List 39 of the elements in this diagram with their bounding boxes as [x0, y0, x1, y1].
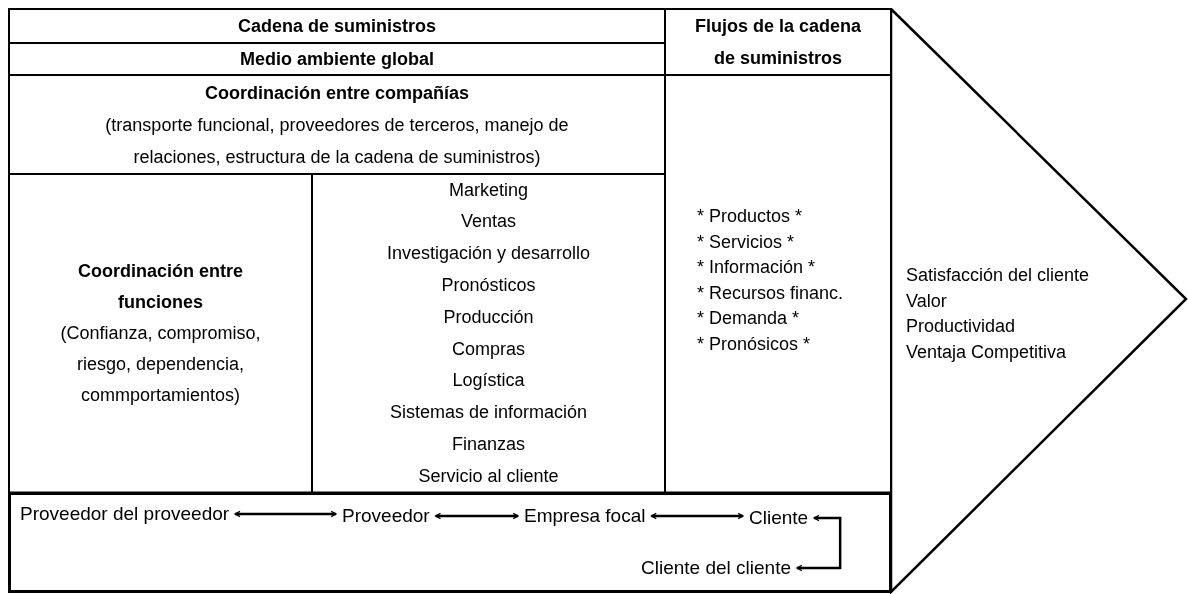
- cell-heading: Medio ambiente global: [240, 48, 434, 71]
- double-arrow: [435, 512, 519, 520]
- table-cell: [8, 8, 666, 44]
- function-item: Finanzas: [451, 432, 525, 456]
- outcome-text: Valor: [906, 289, 948, 313]
- function-item: Ventas: [460, 210, 516, 234]
- chain-member-label: Cliente: [743, 507, 815, 529]
- function-item: Producción: [443, 305, 534, 329]
- function-item: Pronósticos: [441, 273, 536, 297]
- chain-member-label: Cliente del cliente: [635, 557, 797, 579]
- flow-item: * Recursos financ.: [697, 281, 844, 305]
- function-item: Compras: [452, 337, 525, 361]
- function-item: Investigación y desarrollo: [386, 242, 591, 266]
- double-arrow: [650, 512, 744, 520]
- flow-item: * Demanda *: [697, 307, 800, 330]
- cell-heading: Coordinación entre compañías: [204, 81, 470, 105]
- flow-item: * Servicios *: [697, 230, 795, 254]
- outcome-text: Ventaja Competitiva: [906, 340, 1068, 364]
- function-item: Sistemas de información: [389, 401, 588, 425]
- double-arrow: [796, 514, 842, 572]
- cell-heading: Cadena de suministros: [237, 15, 437, 38]
- flow-item: * Pronósicos *: [697, 332, 811, 356]
- supply-chain-frame: [8, 492, 892, 593]
- chain-member-label: Empresa focal: [518, 505, 652, 527]
- outcome-text: Satisfacción del cliente: [906, 264, 1090, 287]
- function-item: Servicio al cliente: [418, 464, 559, 488]
- outcome-text: Productividad: [906, 315, 1017, 338]
- flow-item: * Productos *: [697, 205, 803, 228]
- flow-item: * Información *: [697, 256, 816, 279]
- cell-text: (Confianza, compromiso, riesgo, dependencia, commportamientos): [59, 322, 262, 407]
- cell-heading: Flujos de la cadena de suministros: [693, 15, 863, 70]
- function-item: Marketing: [449, 178, 528, 202]
- cell-heading: Coordinación entre funciones: [77, 260, 244, 314]
- cell-text: (transporte funcional, proveedores de terceros, manejo de relaciones, estructura de la cadena de suministros): [104, 113, 570, 169]
- chain-member-label: Proveedor del proveedor: [14, 503, 236, 525]
- chain-member-label: Proveedor: [336, 505, 436, 527]
- outcome-chevron: [890, 8, 1188, 594]
- double-arrow: [234, 510, 337, 518]
- function-item: Logística: [452, 369, 525, 393]
